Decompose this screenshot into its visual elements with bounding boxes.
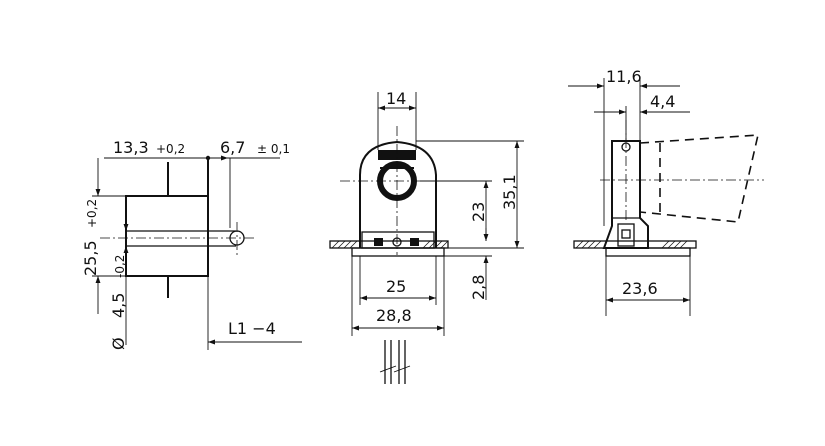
dim-total-height: 35,1	[500, 174, 519, 210]
dim-below-panel: 2,8	[469, 275, 488, 300]
dim-offset: 4,4	[650, 92, 675, 111]
right-view: 11,6 4,4 23,6	[568, 67, 764, 316]
dim-base-depth: 23,6	[622, 279, 658, 298]
lamp-outline	[639, 134, 760, 223]
dim-pin-dia-tol: -0,2	[113, 255, 127, 278]
dim-pin-dia-symbol: Ø	[109, 337, 128, 350]
right-holder-body	[602, 140, 649, 249]
dim-top-width: 14	[386, 89, 406, 108]
left-body	[125, 195, 209, 277]
center-view: 14 35,1 23 2,8 25 28,8	[329, 89, 524, 384]
left-view: 13,3 +0,2 6,7 ± 0,1 25,5 +0,2 Ø 4,5 -0,2…	[81, 138, 302, 350]
dim-base-width: 25	[386, 277, 406, 296]
dim-outer-width: 28,8	[376, 306, 412, 325]
dim-body-height: 23	[469, 202, 488, 222]
dim-pin-offset: 6,7	[220, 138, 245, 157]
dim-pin-offset-tol: ± 0,1	[257, 142, 290, 156]
dim-height-tol: +0,2	[85, 199, 99, 228]
dim-depth: 11,6	[606, 67, 642, 86]
dim-pin-dia: 4,5	[109, 293, 128, 318]
holder-body	[359, 140, 437, 248]
dim-base-offset: 13,3	[113, 138, 149, 157]
dim-base-offset-tol: +0,2	[156, 142, 185, 156]
dim-l: L1 −4	[228, 319, 276, 338]
dim-height: 25,5	[81, 240, 100, 276]
holder-base	[351, 247, 445, 257]
